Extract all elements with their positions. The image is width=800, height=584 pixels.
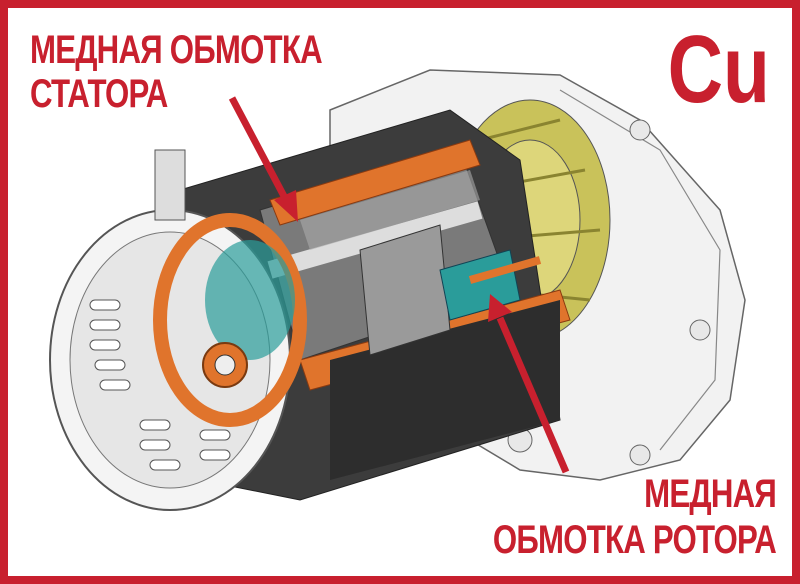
stator-label-line1: МЕДНАЯ ОБМОТКА xyxy=(30,28,323,72)
rotor-label-line2: ОБМОТКА РОТОРА xyxy=(492,518,777,562)
rotor-label-line1: МЕДНАЯ xyxy=(644,472,777,516)
front-cover xyxy=(49,149,307,511)
copper-symbol: Cu xyxy=(667,16,770,123)
stator-label-line2: СТАТОРА xyxy=(30,72,168,116)
rotor-winding-label: МЕДНАЯ ОБМОТКА РОТОРА xyxy=(492,472,777,566)
rotor-arrow xyxy=(488,294,570,474)
stator-arrow xyxy=(228,96,298,222)
stator-winding-label: МЕДНАЯ ОБМОТКА СТАТОРА xyxy=(30,28,323,118)
